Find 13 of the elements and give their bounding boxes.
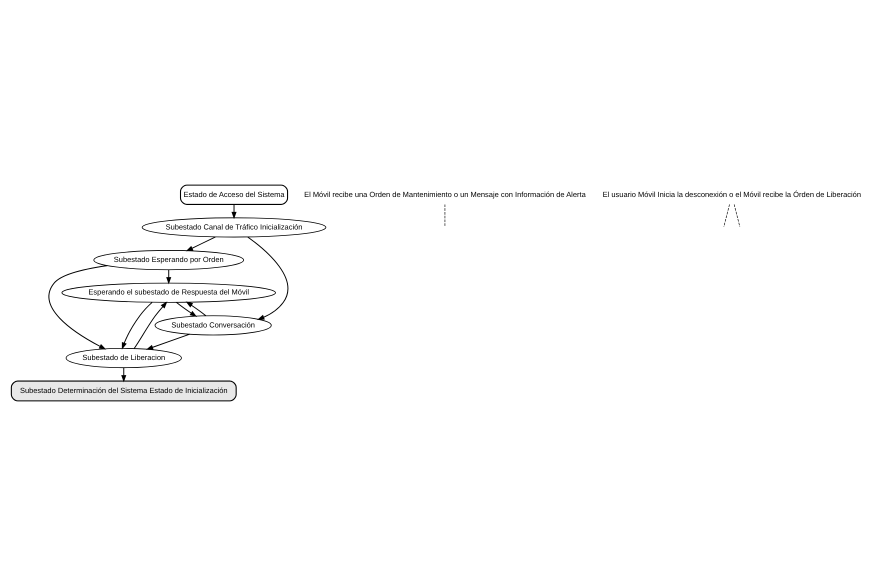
arrow [176,301,198,316]
arrow [166,268,172,284]
arrow [186,236,216,251]
arrow [186,300,206,316]
connector [734,204,740,227]
arrow [231,203,237,219]
arrow [134,300,168,348]
arrow [122,301,153,350]
arrow [48,264,108,350]
arrow [247,236,288,320]
arrow [146,333,190,350]
connector [724,204,730,227]
connector [444,204,446,227]
